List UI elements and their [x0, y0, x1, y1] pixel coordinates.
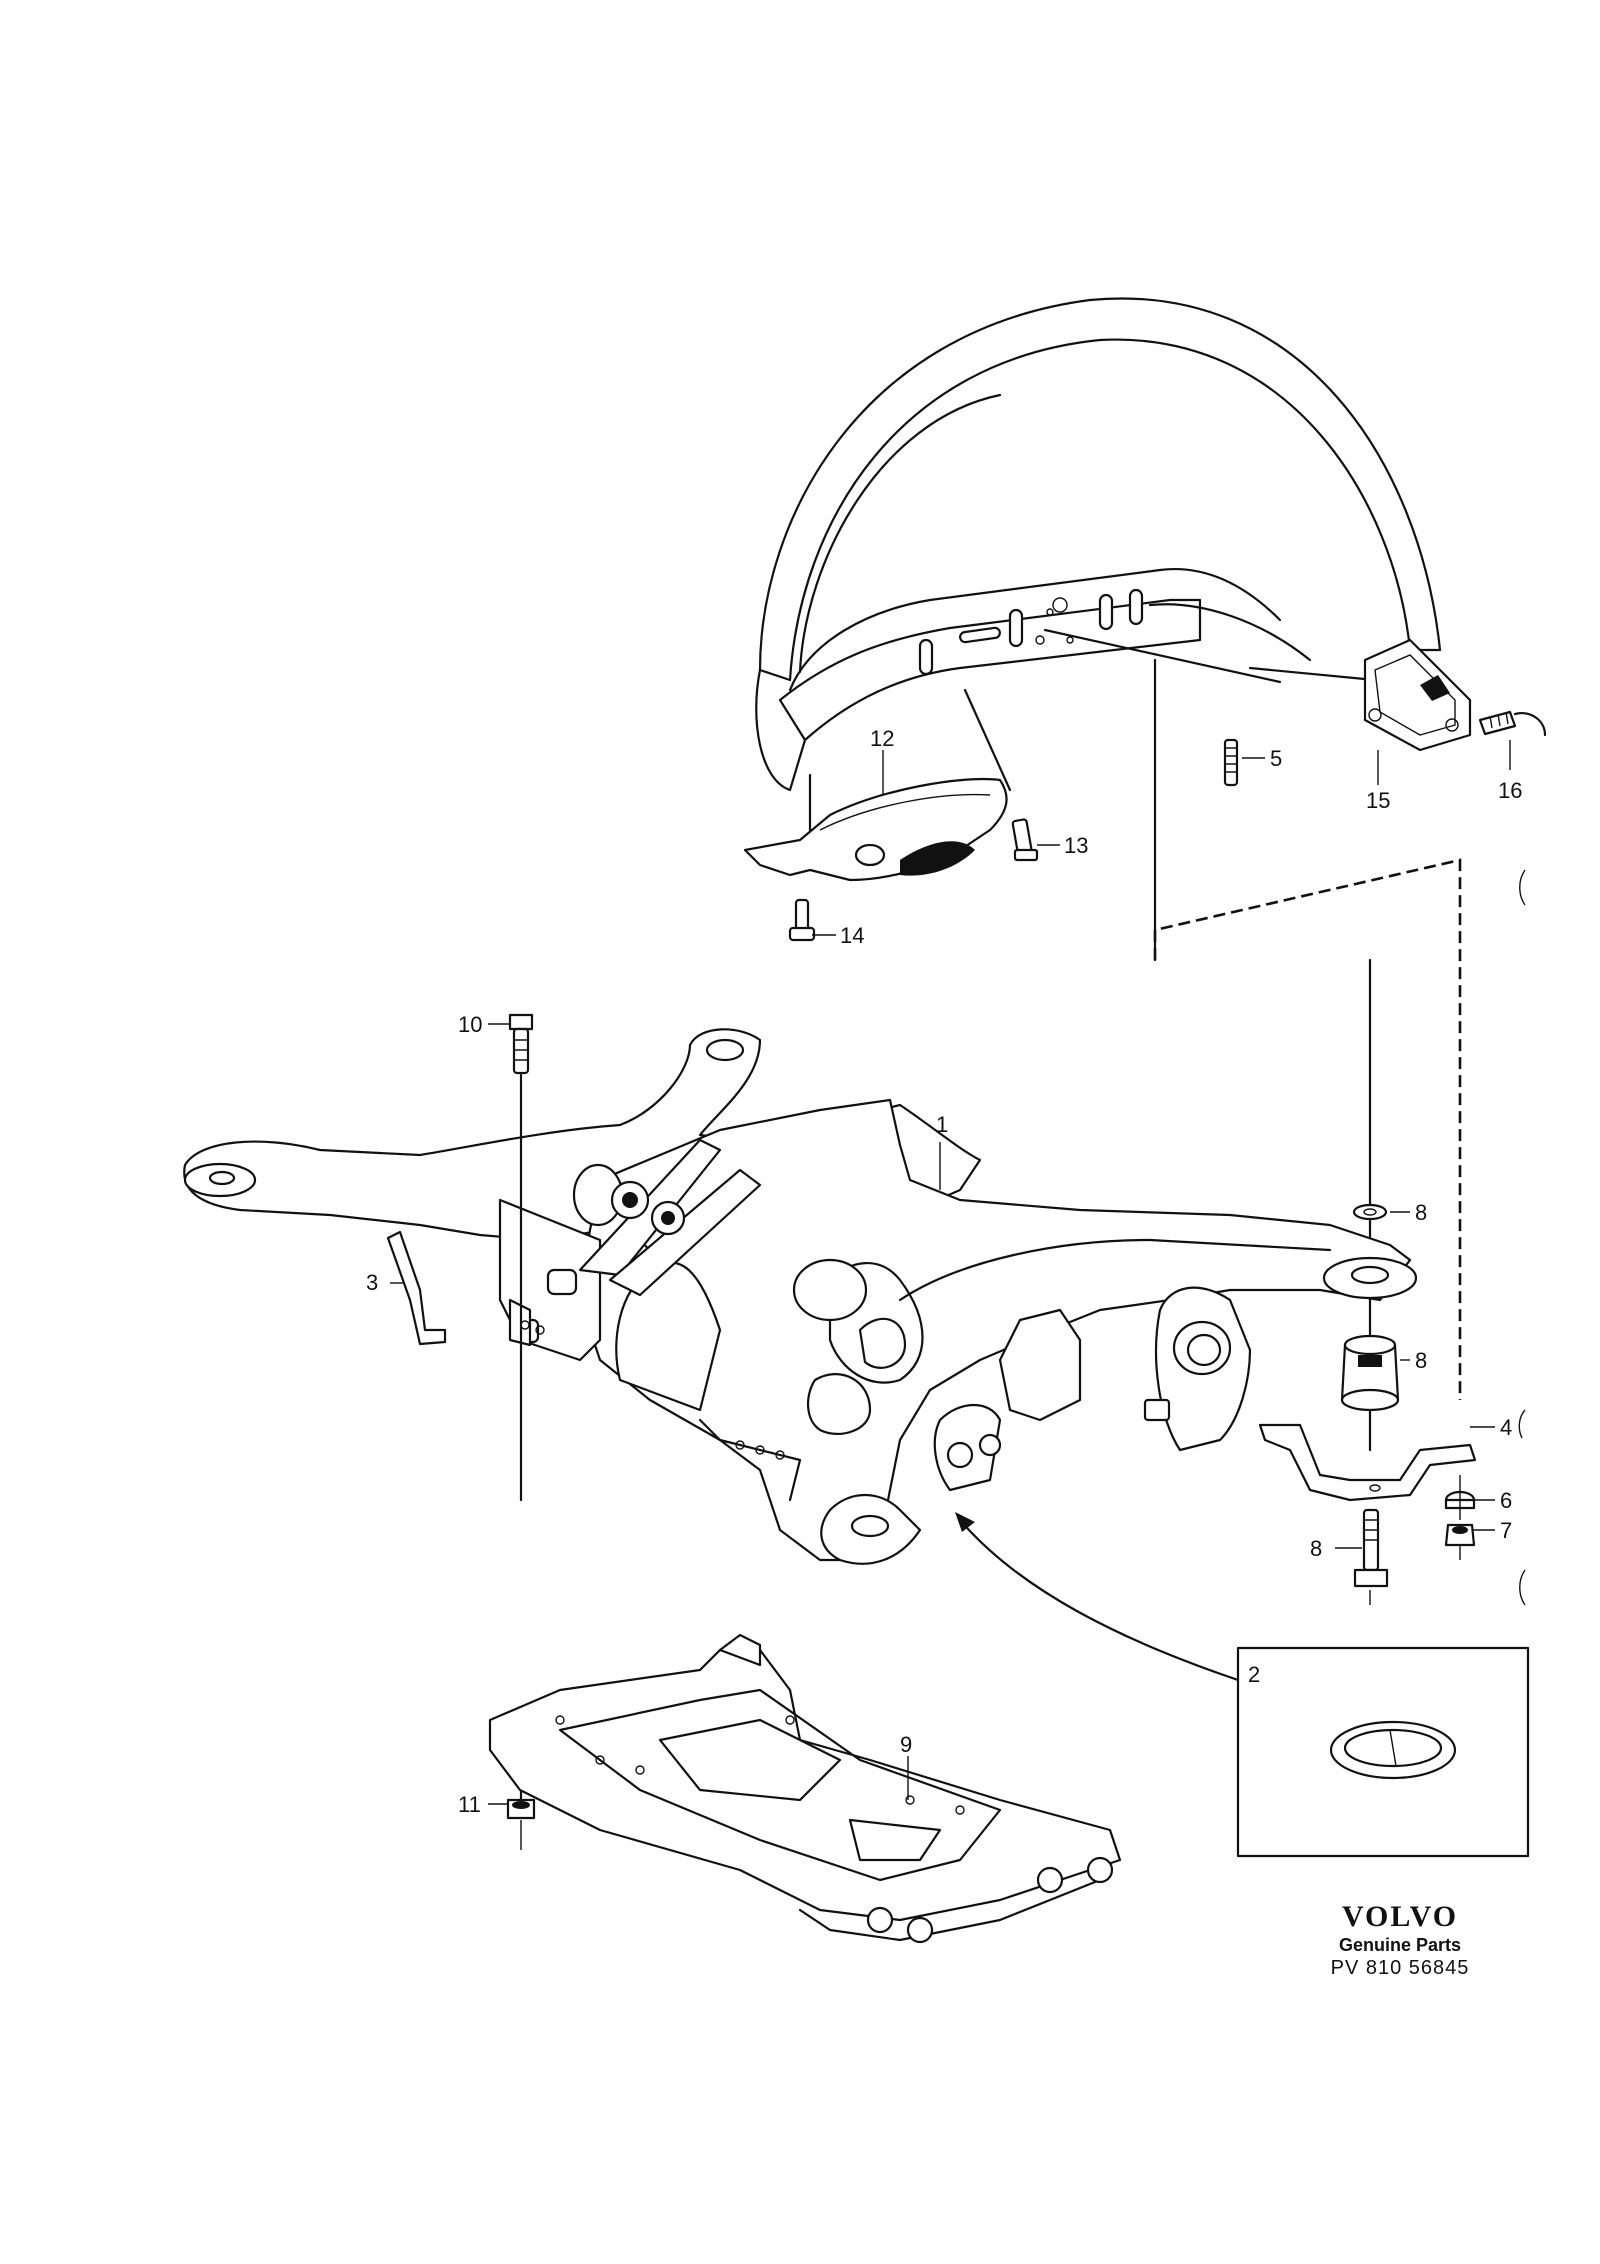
callout-8-bushing: 8 — [1415, 1348, 1427, 1373]
bracket-15 — [1363, 638, 1472, 752]
screw-16 — [1478, 710, 1547, 737]
callout-13: 13 — [1064, 833, 1088, 858]
callout-8-bolt: 8 — [1310, 1536, 1322, 1561]
callout-5: 5 — [1270, 746, 1282, 771]
callout-3: 3 — [366, 1270, 378, 1295]
bracket-3 — [386, 1230, 447, 1346]
diagram-part-number: PV 810 56845 — [1330, 1957, 1470, 1979]
wheel-arch-liner — [755, 297, 1442, 792]
bushing-8 — [1340, 1334, 1400, 1412]
nut-7 — [1444, 1523, 1476, 1547]
brand-block: VOLVO Genuine Parts PV 810 56845 — [1300, 1900, 1500, 1980]
rear-subframe — [183, 1028, 1418, 1565]
screw-13 — [1011, 818, 1039, 862]
bracket-4 — [1258, 1423, 1477, 1502]
lower-crossmember-9 — [488, 1633, 1122, 1944]
nut-11 — [506, 1798, 536, 1850]
bolt-10 — [508, 1013, 534, 1075]
callout-11: 11 — [458, 1792, 481, 1817]
callout-4: 4 — [1500, 1415, 1512, 1440]
callout-8-washer: 8 — [1415, 1200, 1427, 1225]
brand-subtitle: Genuine Parts — [1338, 1935, 1462, 1955]
callout-9: 9 — [900, 1732, 912, 1757]
volvo-logo: VOLVO — [1341, 1900, 1459, 1933]
callout-14: 14 — [840, 923, 864, 948]
bracket-12 — [743, 777, 1008, 882]
callout-7: 7 — [1500, 1518, 1512, 1543]
callout-leaders — [390, 740, 1511, 1805]
detail-inset-grommet — [1236, 1646, 1530, 1858]
stud-5 — [1223, 738, 1239, 787]
bolt-8-lower — [1353, 1508, 1389, 1605]
callout-6: 6 — [1500, 1488, 1512, 1513]
callout-16: 16 — [1498, 778, 1522, 803]
detail-pointer-arrow — [958, 1518, 1240, 1682]
callout-15: 15 — [1366, 788, 1390, 813]
screw-14 — [788, 898, 816, 942]
callout-labels: 1 2 3 4 5 6 7 8 8 8 9 10 11 12 13 14 15 … — [366, 726, 1522, 1817]
callout-2: 2 — [1248, 1662, 1260, 1687]
callout-12: 12 — [870, 726, 894, 751]
callout-1: 1 — [936, 1112, 948, 1137]
assembly-route-line — [1153, 858, 1462, 1400]
washer-8-upper — [1352, 1203, 1388, 1221]
callout-10: 10 — [458, 1012, 482, 1037]
